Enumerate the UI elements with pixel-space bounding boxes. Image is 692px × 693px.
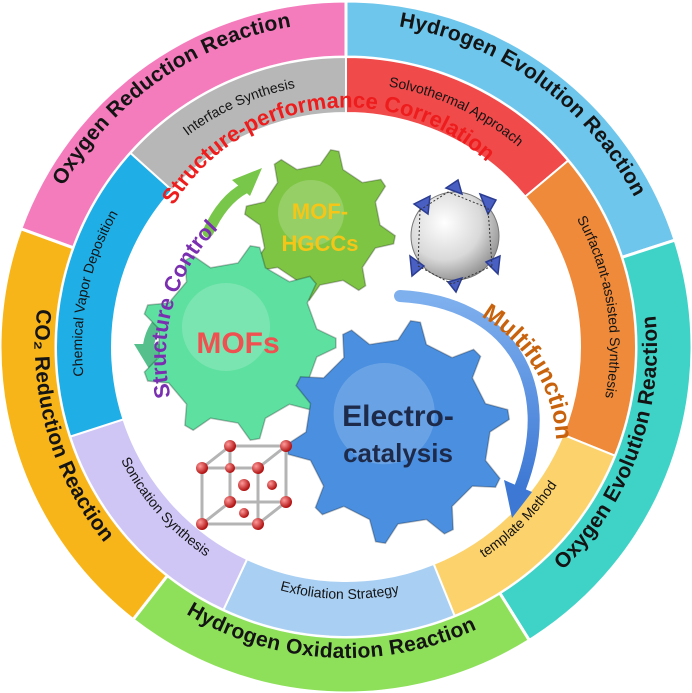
gear-label-line1: MOFs — [196, 327, 279, 360]
gear-label-line1: MOF- — [292, 199, 348, 224]
gear-mofs: MOFs — [143, 244, 337, 442]
green-arrow-top-head — [232, 168, 262, 196]
gear-mof-hgccs: MOF- HGCCs — [243, 148, 397, 302]
gear-label-line2: catalysis — [343, 438, 453, 468]
gear-highlight — [182, 283, 270, 371]
gear-highlight — [278, 180, 344, 246]
blue-arrow-right — [394, 290, 540, 494]
gear-label-line1: Electro- — [342, 400, 454, 433]
gear-label-line2: HGCCs — [281, 231, 358, 256]
teal-arrow-left-head — [134, 344, 164, 372]
gear-shape-mofs — [143, 244, 337, 442]
inner-segment-interface-synthesis — [129, 55, 347, 192]
gear-highlight — [333, 363, 435, 465]
cubic-lattice-icon — [196, 440, 292, 530]
gear-electro-catalysis: Electro-catalysis — [285, 319, 511, 545]
gear-shape-electro-catalysis — [285, 319, 511, 545]
green-arrow-top — [202, 182, 251, 238]
mof-cage-icon — [409, 178, 501, 294]
gear-shape-mof-hgccs — [243, 148, 397, 302]
blue-arrow-right-head — [504, 480, 532, 518]
